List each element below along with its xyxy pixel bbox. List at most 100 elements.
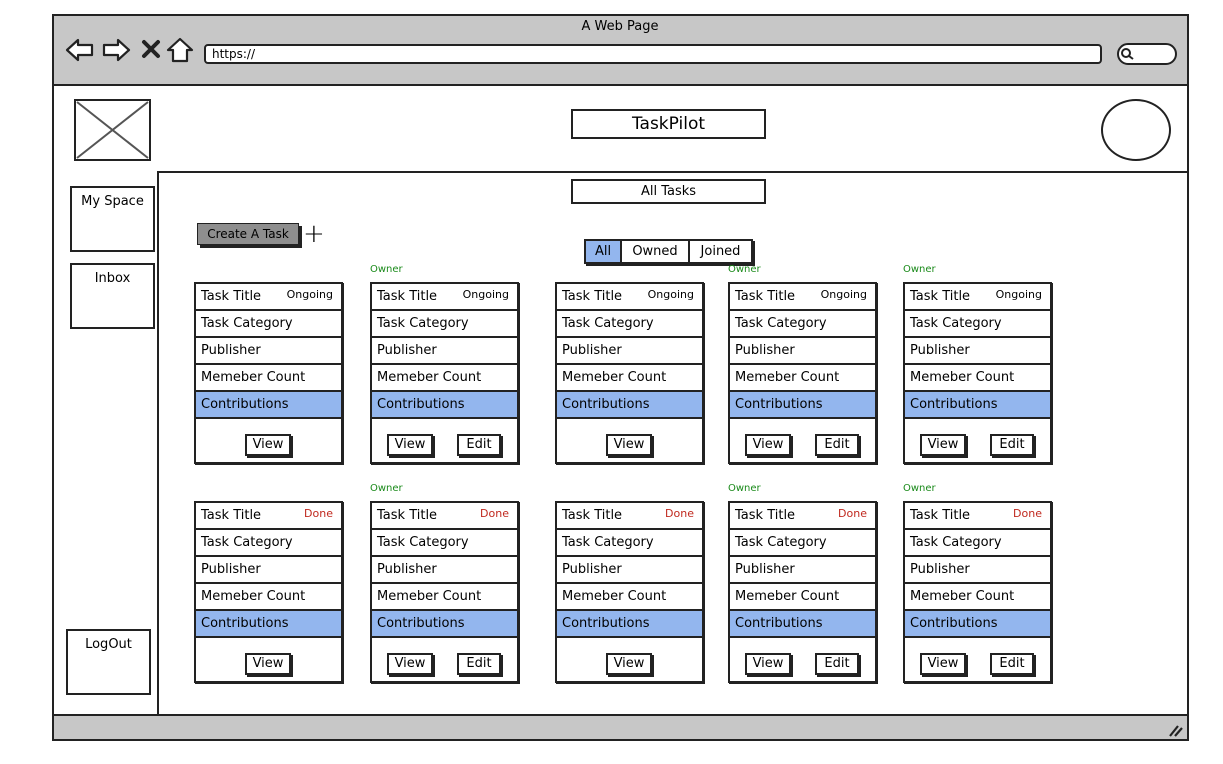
status-badge: Ongoing (820, 288, 867, 301)
header-divider (158, 171, 1189, 173)
task-member-count: Memeber Count (372, 365, 517, 392)
task-contributions: Contributions (372, 392, 517, 419)
back-arrow-icon[interactable] (65, 38, 95, 62)
task-member-count-label: Memeber Count (735, 370, 840, 385)
edit-button[interactable]: Edit (815, 653, 859, 675)
edit-button[interactable]: Edit (457, 434, 501, 456)
search-icon[interactable] (1120, 47, 1136, 61)
view-button[interactable]: View (920, 434, 966, 456)
view-button[interactable]: View (245, 653, 291, 675)
status-badge: Ongoing (995, 288, 1042, 301)
task-category: Task Category (905, 311, 1050, 338)
status-badge: Ongoing (286, 288, 333, 301)
task-member-count-label: Memeber Count (735, 589, 840, 604)
home-icon[interactable] (166, 37, 194, 63)
task-member-count-label: Memeber Count (377, 370, 482, 385)
filter-segmented-control: All Owned Joined (584, 239, 753, 264)
task-publisher: Publisher (730, 557, 875, 584)
view-button[interactable]: View (606, 653, 652, 675)
task-member-count: Memeber Count (905, 584, 1050, 611)
task-category-label: Task Category (562, 535, 654, 550)
owner-badge: Owner (903, 483, 936, 494)
task-contributions-label: Contributions (562, 616, 650, 631)
task-title-label: Task Title (377, 508, 438, 523)
sidebar-item-my-space[interactable]: My Space (70, 186, 155, 252)
avatar[interactable] (1101, 99, 1171, 161)
filter-owned[interactable]: Owned (622, 241, 690, 262)
task-contributions-label: Contributions (735, 616, 823, 631)
task-category-label: Task Category (201, 316, 293, 331)
status-badge: Ongoing (647, 288, 694, 301)
view-button[interactable]: View (745, 653, 791, 675)
task-publisher: Publisher (905, 338, 1050, 365)
view-button[interactable]: View (245, 434, 291, 456)
create-task-button[interactable]: Create A Task (197, 223, 299, 245)
url-input[interactable]: https:// (204, 44, 1102, 64)
edit-button[interactable]: Edit (457, 653, 501, 675)
task-member-count-label: Memeber Count (562, 589, 667, 604)
plus-icon[interactable]: + (303, 219, 325, 249)
edit-button[interactable]: Edit (990, 434, 1034, 456)
sidebar-item-inbox[interactable]: Inbox (70, 263, 155, 329)
edit-button[interactable]: Edit (990, 653, 1034, 675)
task-contributions-label: Contributions (910, 616, 998, 631)
task-contributions-label: Contributions (562, 397, 650, 412)
task-publisher: Publisher (557, 338, 702, 365)
view-button[interactable]: View (387, 434, 433, 456)
view-button[interactable]: View (920, 653, 966, 675)
task-category-label: Task Category (562, 316, 654, 331)
task-member-count: Memeber Count (730, 365, 875, 392)
edit-button[interactable]: Edit (815, 434, 859, 456)
owner-badge: Owner (728, 264, 761, 275)
forward-arrow-icon[interactable] (101, 38, 131, 62)
owner-badge: Owner (728, 483, 761, 494)
task-member-count: Memeber Count (730, 584, 875, 611)
task-member-count: Memeber Count (557, 365, 702, 392)
task-category-label: Task Category (377, 316, 469, 331)
task-member-count: Memeber Count (196, 365, 341, 392)
task-publisher-label: Publisher (562, 343, 622, 358)
resize-grip-icon[interactable] (1168, 723, 1184, 737)
status-badge: Done (480, 507, 509, 520)
task-publisher: Publisher (372, 557, 517, 584)
status-badge: Done (1013, 507, 1042, 520)
view-button[interactable]: View (387, 653, 433, 675)
view-button[interactable]: View (606, 434, 652, 456)
view-button[interactable]: View (745, 434, 791, 456)
task-publisher-label: Publisher (735, 562, 795, 577)
task-contributions: Contributions (372, 611, 517, 638)
task-title: Task Title Done (372, 503, 517, 530)
task-category: Task Category (372, 530, 517, 557)
task-contributions: Contributions (730, 611, 875, 638)
filter-all[interactable]: All (586, 241, 622, 262)
task-member-count: Memeber Count (196, 584, 341, 611)
close-icon[interactable] (141, 39, 161, 59)
task-publisher-label: Publisher (201, 343, 261, 358)
task-category: Task Category (557, 530, 702, 557)
task-title-label: Task Title (735, 508, 796, 523)
filter-joined[interactable]: Joined (690, 241, 751, 262)
logout-button[interactable]: LogOut (66, 629, 151, 695)
task-publisher: Publisher (196, 557, 341, 584)
task-contributions-label: Contributions (377, 397, 465, 412)
task-category: Task Category (730, 530, 875, 557)
owner-badge: Owner (370, 483, 403, 494)
task-publisher: Publisher (196, 338, 341, 365)
task-category: Task Category (730, 311, 875, 338)
status-badge: Ongoing (462, 288, 509, 301)
status-badge: Done (665, 507, 694, 520)
task-title-label: Task Title (910, 289, 971, 304)
owner-badge: Owner (903, 264, 936, 275)
status-badge: Done (304, 507, 333, 520)
task-member-count-label: Memeber Count (201, 370, 306, 385)
task-contributions-label: Contributions (377, 616, 465, 631)
task-member-count: Memeber Count (905, 365, 1050, 392)
task-contributions-label: Contributions (201, 397, 289, 412)
task-member-count-label: Memeber Count (377, 589, 482, 604)
task-category-label: Task Category (201, 535, 293, 550)
